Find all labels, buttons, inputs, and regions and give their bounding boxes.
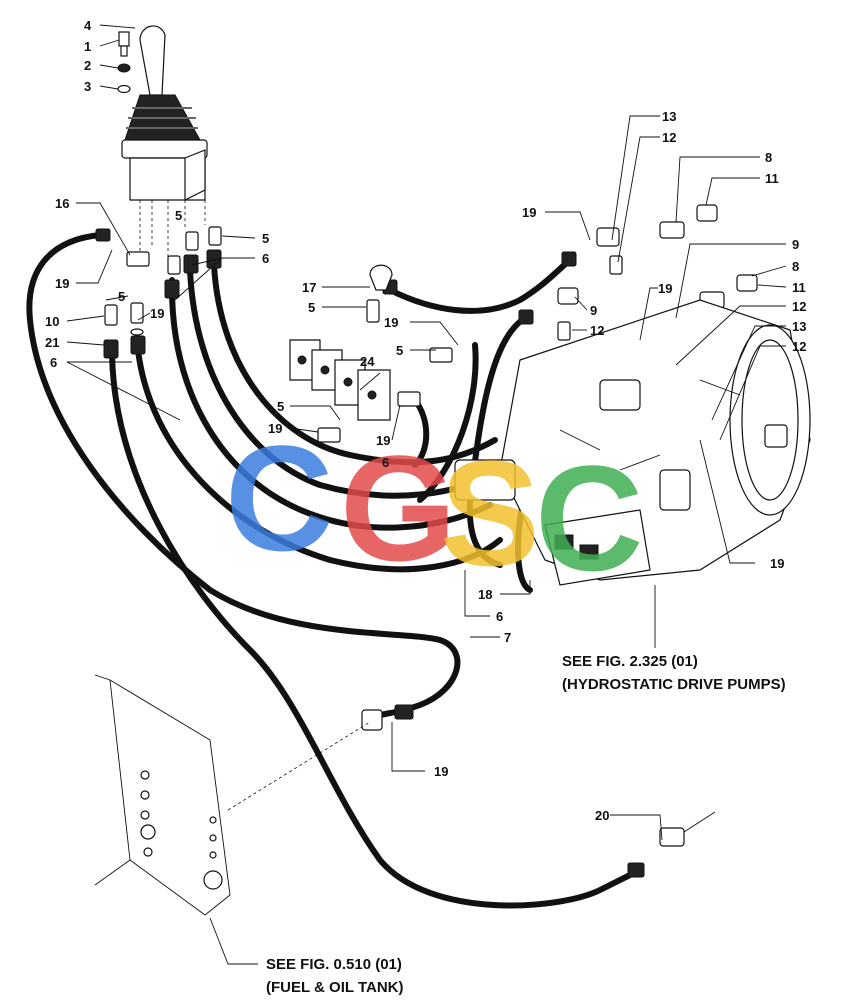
callout-8: 8: [792, 259, 799, 274]
callout-2: 2: [84, 58, 91, 73]
watermark-letter-c2: C: [535, 434, 643, 602]
callout-19: 19: [268, 421, 282, 436]
callout-16: 16: [55, 196, 69, 211]
callout-18: 18: [478, 587, 492, 602]
callout-labels: 4 1 2 3 16 19 5 5 6 5 19 10 21 6 17 5 19…: [45, 18, 806, 823]
callout-20: 20: [595, 808, 609, 823]
callout-5: 5: [396, 343, 403, 358]
callout-5: 5: [308, 300, 315, 315]
watermark-letter-s: S: [440, 429, 540, 597]
callout-10: 10: [45, 314, 59, 329]
callout-12: 12: [792, 299, 806, 314]
callout-6: 6: [262, 251, 269, 266]
leader-lines: [66, 24, 787, 965]
watermark-letter-g: G: [340, 424, 457, 592]
callout-1: 1: [84, 39, 91, 54]
callout-13: 13: [792, 319, 806, 334]
callout-19: 19: [55, 276, 69, 291]
watermark: C G S C: [225, 414, 643, 602]
callout-19: 19: [150, 306, 164, 321]
callout-5: 5: [262, 231, 269, 246]
reference-notes: SEE FIG. 2.325 (01) (HYDROSTATIC DRIVE P…: [266, 653, 786, 996]
callout-9: 9: [590, 303, 597, 318]
callout-11: 11: [765, 171, 779, 186]
callout-8: 8: [765, 150, 772, 165]
callout-6: 6: [496, 609, 503, 624]
callout-7: 7: [504, 630, 511, 645]
callout-12: 12: [590, 323, 604, 338]
callout-6: 6: [50, 355, 57, 370]
hydrostatic-pump-assembly: [454, 299, 811, 586]
callout-19: 19: [384, 315, 398, 330]
callout-13: 13: [662, 109, 676, 124]
watermark-letter-c1: C: [225, 414, 333, 582]
valve-block-24: [289, 339, 391, 421]
callout-5: 5: [175, 208, 182, 223]
callout-19: 19: [770, 556, 784, 571]
tank-reference-line2: (FUEL & OIL TANK): [266, 979, 404, 996]
callout-12: 12: [792, 339, 806, 354]
callout-24: 24: [360, 354, 375, 369]
callout-19: 19: [658, 281, 672, 296]
joystick-assembly: [117, 25, 208, 260]
pumps-reference-line1: SEE FIG. 2.325 (01): [562, 653, 698, 670]
callout-19: 19: [434, 764, 448, 779]
callout-11: 11: [792, 280, 806, 295]
callout-19: 19: [376, 433, 390, 448]
callout-6: 6: [382, 455, 389, 470]
callout-21: 21: [45, 335, 59, 350]
callout-19: 19: [522, 205, 536, 220]
callout-12: 12: [662, 130, 676, 145]
tank-reference-line1: SEE FIG. 0.510 (01): [266, 956, 402, 973]
callout-5: 5: [277, 399, 284, 414]
callout-3: 3: [84, 79, 91, 94]
pumps-reference-line2: (HYDROSTATIC DRIVE PUMPS): [562, 676, 786, 693]
fuel-oil-tank: [94, 674, 371, 916]
callout-17: 17: [302, 280, 316, 295]
callout-5: 5: [118, 289, 125, 304]
callout-4: 4: [84, 18, 92, 33]
callout-9: 9: [792, 237, 799, 252]
